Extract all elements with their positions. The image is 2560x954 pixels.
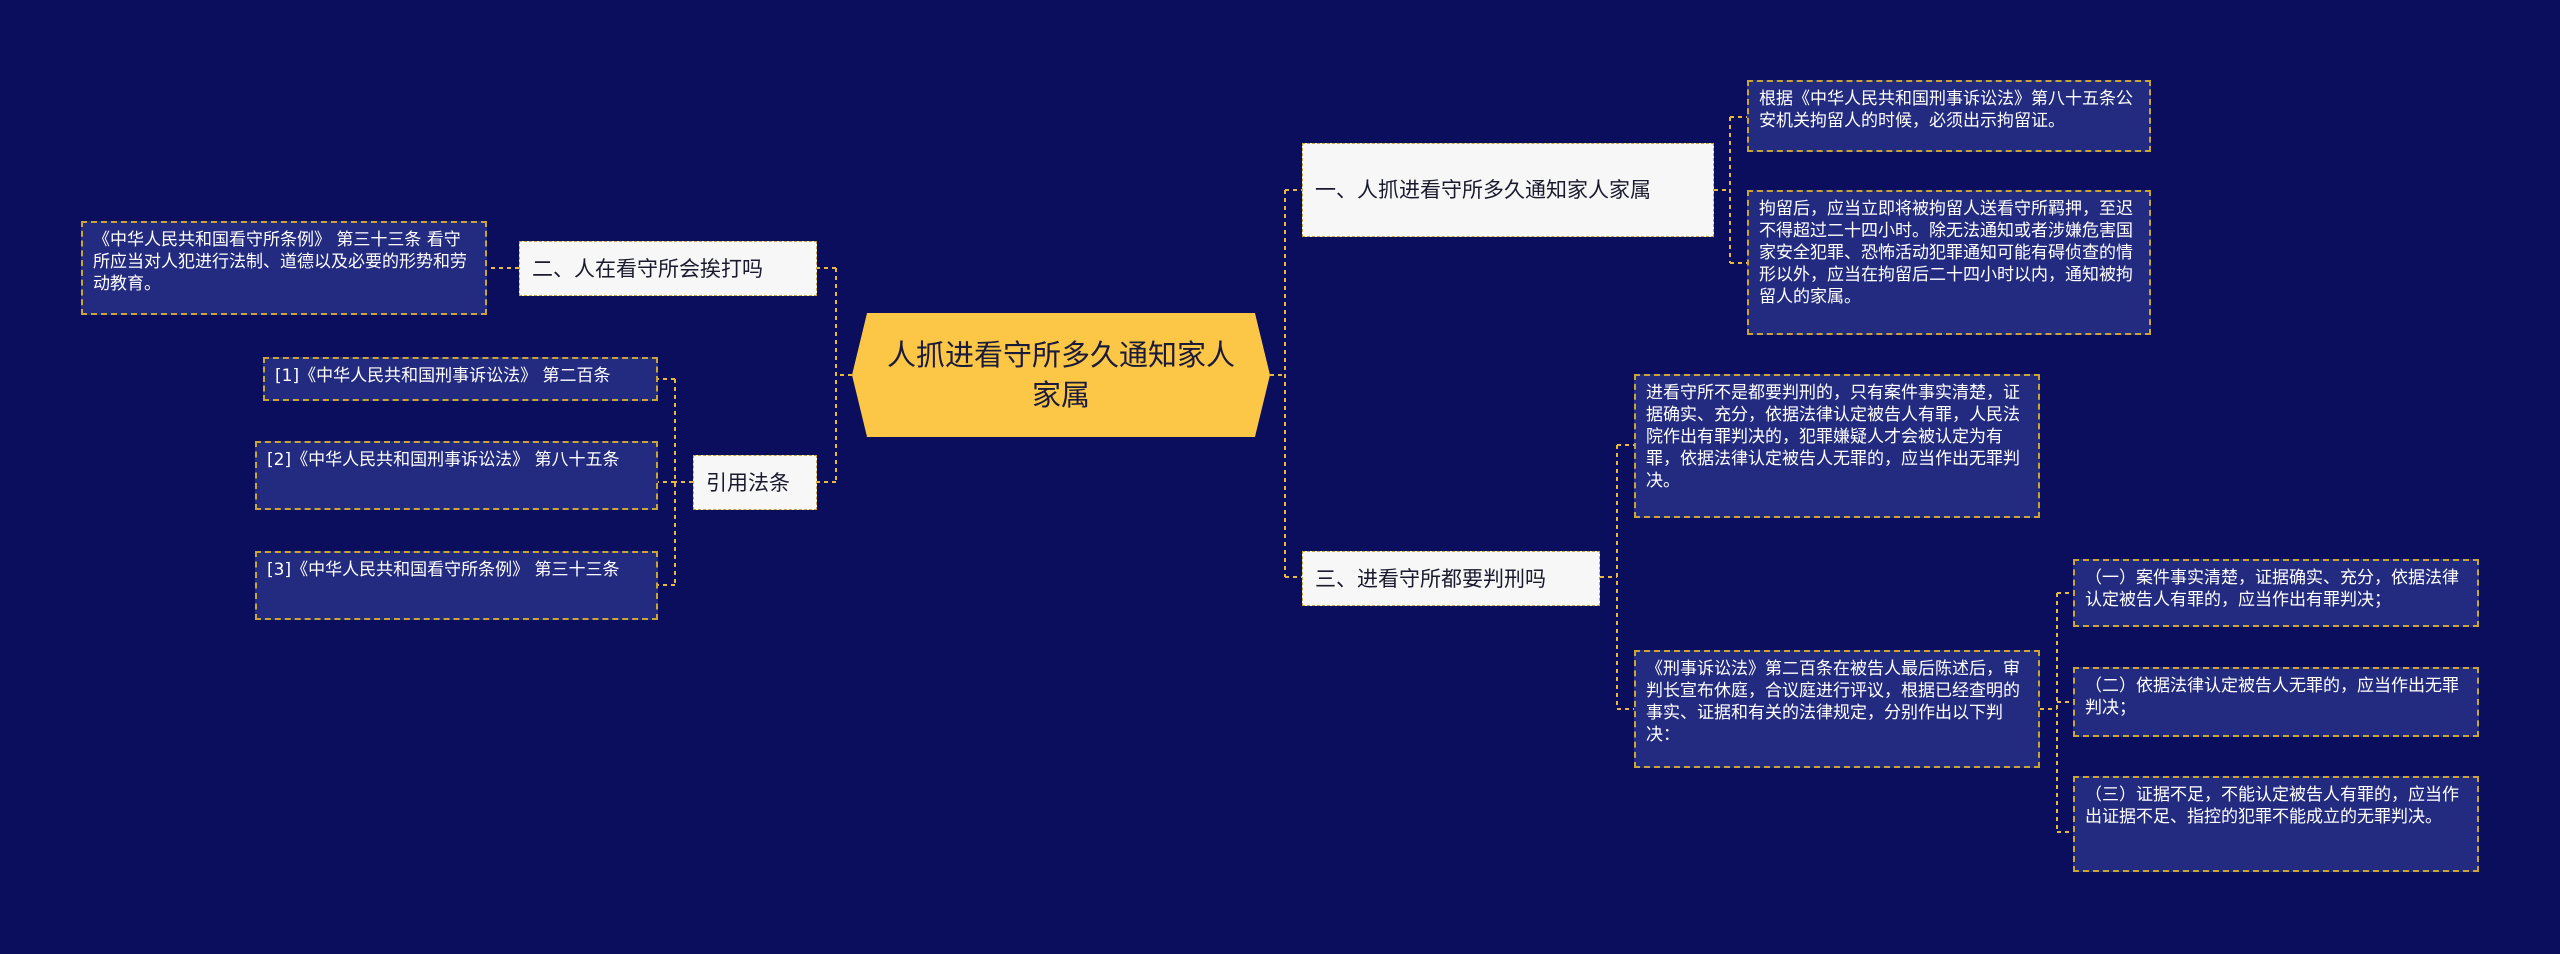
subleaf-innocent[interactable]: （二）依据法律认定被告人无罪的，应当作出无罪判决；	[2073, 667, 2479, 737]
leaf-text: 进看守所不是都要判刑的，只有案件事实清楚，证据确实、充分，依据法律认定被告人有罪…	[1646, 383, 2020, 491]
leaf-citation-2[interactable]: [2]《中华人民共和国刑事诉讼法》 第八十五条	[255, 441, 658, 510]
branch-label: 三、进看守所都要判刑吗	[1315, 566, 1546, 591]
branch-label: 引用法条	[706, 470, 790, 495]
root-topic[interactable]: 人抓进看守所多久通知家人家属	[852, 313, 1270, 437]
leaf-text: [1]《中华人民共和国刑事诉讼法》 第二百条	[275, 366, 611, 386]
branch-notify-family[interactable]: 一、人抓进看守所多久通知家人家属	[1302, 143, 1714, 237]
branch-label: 一、人抓进看守所多久通知家人家属	[1315, 178, 1651, 202]
leaf-text: 拘留后，应当立即将被拘留人送看守所羁押，至迟不得超过二十四小时。除无法通知或者涉…	[1759, 199, 2133, 307]
subleaf-insufficient-evidence[interactable]: （三）证据不足，不能认定被告人有罪的，应当作出证据不足、指控的犯罪不能成立的无罪…	[2073, 776, 2479, 872]
leaf-text: [3]《中华人民共和国看守所条例》 第三十三条	[267, 560, 620, 580]
leaf-citation-3[interactable]: [3]《中华人民共和国看守所条例》 第三十三条	[255, 551, 658, 620]
leaf-notify-2[interactable]: 拘留后，应当立即将被拘留人送看守所羁押，至迟不得超过二十四小时。除无法通知或者涉…	[1747, 190, 2151, 335]
subleaf-guilty[interactable]: （一）案件事实清楚，证据确实、充分，依据法律认定被告人有罪的，应当作出有罪判决；	[2073, 559, 2479, 627]
branch-beaten[interactable]: 二、人在看守所会挨打吗	[519, 241, 817, 296]
branch-label: 二、人在看守所会挨打吗	[532, 256, 763, 281]
leaf-text: （三）证据不足，不能认定被告人有罪的，应当作出证据不足、指控的犯罪不能成立的无罪…	[2085, 785, 2459, 827]
connector-root-left	[817, 267, 852, 483]
connector-subleaves	[2040, 592, 2073, 833]
leaf-text: （一）案件事实清楚，证据确实、充分，依据法律认定被告人有罪的，应当作出有罪判决；	[2085, 568, 2459, 610]
leaf-text: （二）依据法律认定被告人无罪的，应当作出无罪判决；	[2085, 676, 2459, 718]
root-topic-label: 人抓进看守所多久通知家人家属	[886, 338, 1235, 412]
leaf-text: 《刑事诉讼法》第二百条在被告人最后陈述后，审判长宣布休庭，合议庭进行评议，根据已…	[1646, 659, 2020, 745]
leaf-sentenced-1[interactable]: 进看守所不是都要判刑的，只有案件事实清楚，证据确实、充分，依据法律认定被告人有罪…	[1634, 374, 2040, 518]
connector-b3-leaves	[1600, 444, 1634, 710]
connector-b1-leaves	[1714, 116, 1747, 264]
leaf-text: 《中华人民共和国看守所条例》 第三十三条 看守所应当对人犯进行法制、道德以及必要…	[93, 230, 467, 294]
leaf-beaten-1[interactable]: 《中华人民共和国看守所条例》 第三十三条 看守所应当对人犯进行法制、道德以及必要…	[81, 221, 487, 315]
leaf-text: [2]《中华人民共和国刑事诉讼法》 第八十五条	[267, 450, 620, 470]
connector-b4-leaves	[658, 378, 693, 586]
leaf-sentenced-2[interactable]: 《刑事诉讼法》第二百条在被告人最后陈述后，审判长宣布休庭，合议庭进行评议，根据已…	[1634, 650, 2040, 768]
branch-cited-laws[interactable]: 引用法条	[693, 455, 817, 510]
leaf-citation-1[interactable]: [1]《中华人民共和国刑事诉讼法》 第二百条	[263, 357, 658, 401]
leaf-text: 根据《中华人民共和国刑事诉讼法》第八十五条公安机关拘留人的时候，必须出示拘留证。	[1759, 89, 2133, 131]
leaf-notify-1[interactable]: 根据《中华人民共和国刑事诉讼法》第八十五条公安机关拘留人的时候，必须出示拘留证。	[1747, 80, 2151, 152]
branch-sentenced[interactable]: 三、进看守所都要判刑吗	[1302, 551, 1600, 606]
connector-root-right	[1270, 189, 1302, 578]
